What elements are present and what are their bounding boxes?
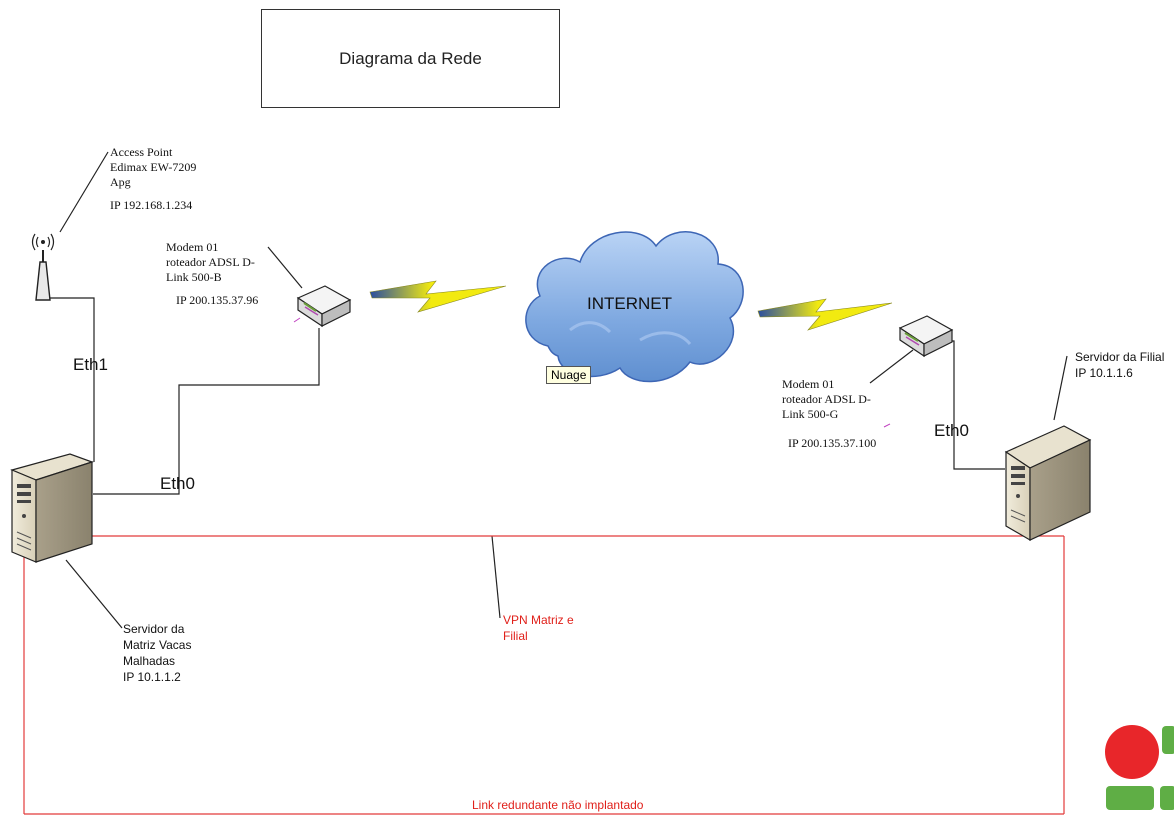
- vpn-callout-line: [491, 535, 501, 619]
- modem-left-callout-line: [267, 246, 303, 289]
- access-point-line: Edimax EW-7209: [110, 160, 197, 174]
- internet-cloud-icon: [525, 231, 744, 383]
- modem-right-label: Modem 01 roteador ADSL D- Link 500-G IP …: [782, 377, 876, 451]
- access-point-label: Access Point Edimax EW-7209 Apg IP 192.1…: [110, 145, 196, 213]
- redundant-link-label: Link redundante não implantado: [472, 798, 644, 812]
- server-right-line: Servidor da Filial: [1075, 350, 1165, 364]
- server-right-label: Servidor da Filial IP 10.1.1.6: [1075, 349, 1164, 381]
- eth0-right-link: [921, 340, 1005, 470]
- lightning-right-icon: [757, 298, 893, 331]
- modem-right-ip: IP 200.135.37.100: [788, 436, 877, 450]
- server-right-line: IP 10.1.1.6: [1075, 366, 1133, 380]
- server-left-line: Matriz Vacas: [123, 638, 192, 652]
- diagram-title-box: Diagrama da Rede: [261, 9, 560, 108]
- server-left-icon: [10, 453, 94, 563]
- server-right-icon: [1004, 425, 1092, 542]
- server-left-line: IP 10.1.1.2: [123, 670, 181, 684]
- server-right-callout-line: [1053, 355, 1068, 421]
- eth1-link: [42, 297, 95, 462]
- institution-logo-icon: [1105, 725, 1174, 810]
- diagram-title: Diagrama da Rede: [339, 48, 482, 68]
- server-left-line: Servidor da: [123, 622, 185, 636]
- accent-tick: [293, 317, 301, 323]
- modem-right-line: roteador ADSL D-: [782, 392, 871, 406]
- access-point-icon: [31, 233, 55, 301]
- modem-left-line: Link 500-B: [166, 270, 222, 284]
- vpn-label-line: Filial: [503, 629, 528, 643]
- modem-left-line: Modem 01: [166, 240, 219, 254]
- modem-left-line: roteador ADSL D-: [166, 255, 255, 269]
- eth0-left-link: [93, 328, 320, 495]
- eth0-right-label: Eth0: [934, 421, 969, 440]
- cloud-tooltip: Nuage: [546, 366, 592, 384]
- eth0-left-label: Eth0: [160, 474, 195, 493]
- vpn-label: VPN Matriz e Filial: [503, 612, 574, 644]
- internet-label: INTERNET: [587, 294, 672, 313]
- server-left-line: Malhadas: [123, 654, 176, 668]
- ap-callout-line: [59, 151, 109, 233]
- server-left-label: Servidor da Matriz Vacas Malhadas IP 10.…: [123, 621, 191, 685]
- modem-right-callout-line: [869, 349, 914, 384]
- modem-right-icon: [898, 315, 954, 358]
- server-left-callout-line: [65, 559, 123, 629]
- modem-left-icon: [296, 285, 352, 328]
- lightning-left-icon: [369, 280, 507, 313]
- modem-left-ip: IP 200.135.37.96: [176, 293, 259, 307]
- modem-left-label: Modem 01 roteador ADSL D- Link 500-B IP …: [166, 240, 258, 308]
- access-point-line: Apg: [110, 175, 131, 189]
- vpn-label-line: VPN Matriz e: [503, 613, 574, 627]
- connection-lines: [42, 151, 1068, 629]
- vpn-link: [23, 530, 1065, 815]
- modem-right-line: Modem 01: [782, 377, 835, 391]
- modem-right-line: Link 500-G: [782, 407, 839, 421]
- access-point-line: Access Point: [110, 145, 173, 159]
- eth1-label: Eth1: [73, 355, 108, 374]
- accent-tick: [883, 423, 891, 428]
- access-point-ip: IP 192.168.1.234: [110, 198, 193, 212]
